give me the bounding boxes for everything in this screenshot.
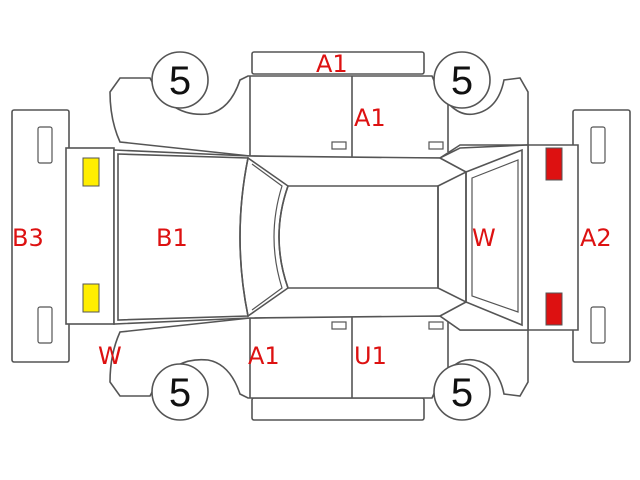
wheel-rear-right-label: 5 bbox=[451, 371, 473, 415]
wheel-front-left: 5 bbox=[151, 51, 209, 109]
rear-lamp-lower bbox=[82, 283, 100, 313]
roof-strip-bottom bbox=[251, 397, 425, 421]
front-lamp-lower bbox=[545, 292, 563, 326]
code-windshield: W bbox=[472, 224, 496, 252]
code-roof-top: A1 bbox=[316, 50, 348, 78]
rear-lamp-section bbox=[65, 147, 115, 325]
wheel-rear-left: 5 bbox=[151, 363, 209, 421]
wheel-front-left-label: 5 bbox=[169, 59, 191, 103]
wheel-front-right: 5 bbox=[433, 51, 491, 109]
code-lower-door-left: A1 bbox=[248, 342, 280, 370]
code-rear-panel: B3 bbox=[12, 224, 44, 252]
wheel-rear-left-label: 5 bbox=[169, 371, 191, 415]
front-lamp-upper bbox=[545, 147, 563, 181]
code-upper-door-right: A1 bbox=[354, 104, 386, 132]
code-lower-door-right: U1 bbox=[354, 342, 387, 370]
roof-strip-top bbox=[251, 51, 425, 75]
code-front-panel: A2 bbox=[580, 224, 612, 252]
wheel-front-right-label: 5 bbox=[451, 59, 473, 103]
front-lamp-section bbox=[527, 144, 579, 331]
code-rear-lamp-left: W bbox=[98, 342, 122, 370]
code-trunk: B1 bbox=[156, 224, 188, 252]
front-bumper-panel bbox=[572, 109, 631, 363]
rear-lamp-upper bbox=[82, 157, 100, 187]
wheel-rear-right: 5 bbox=[433, 363, 491, 421]
top-body-view bbox=[113, 144, 529, 331]
